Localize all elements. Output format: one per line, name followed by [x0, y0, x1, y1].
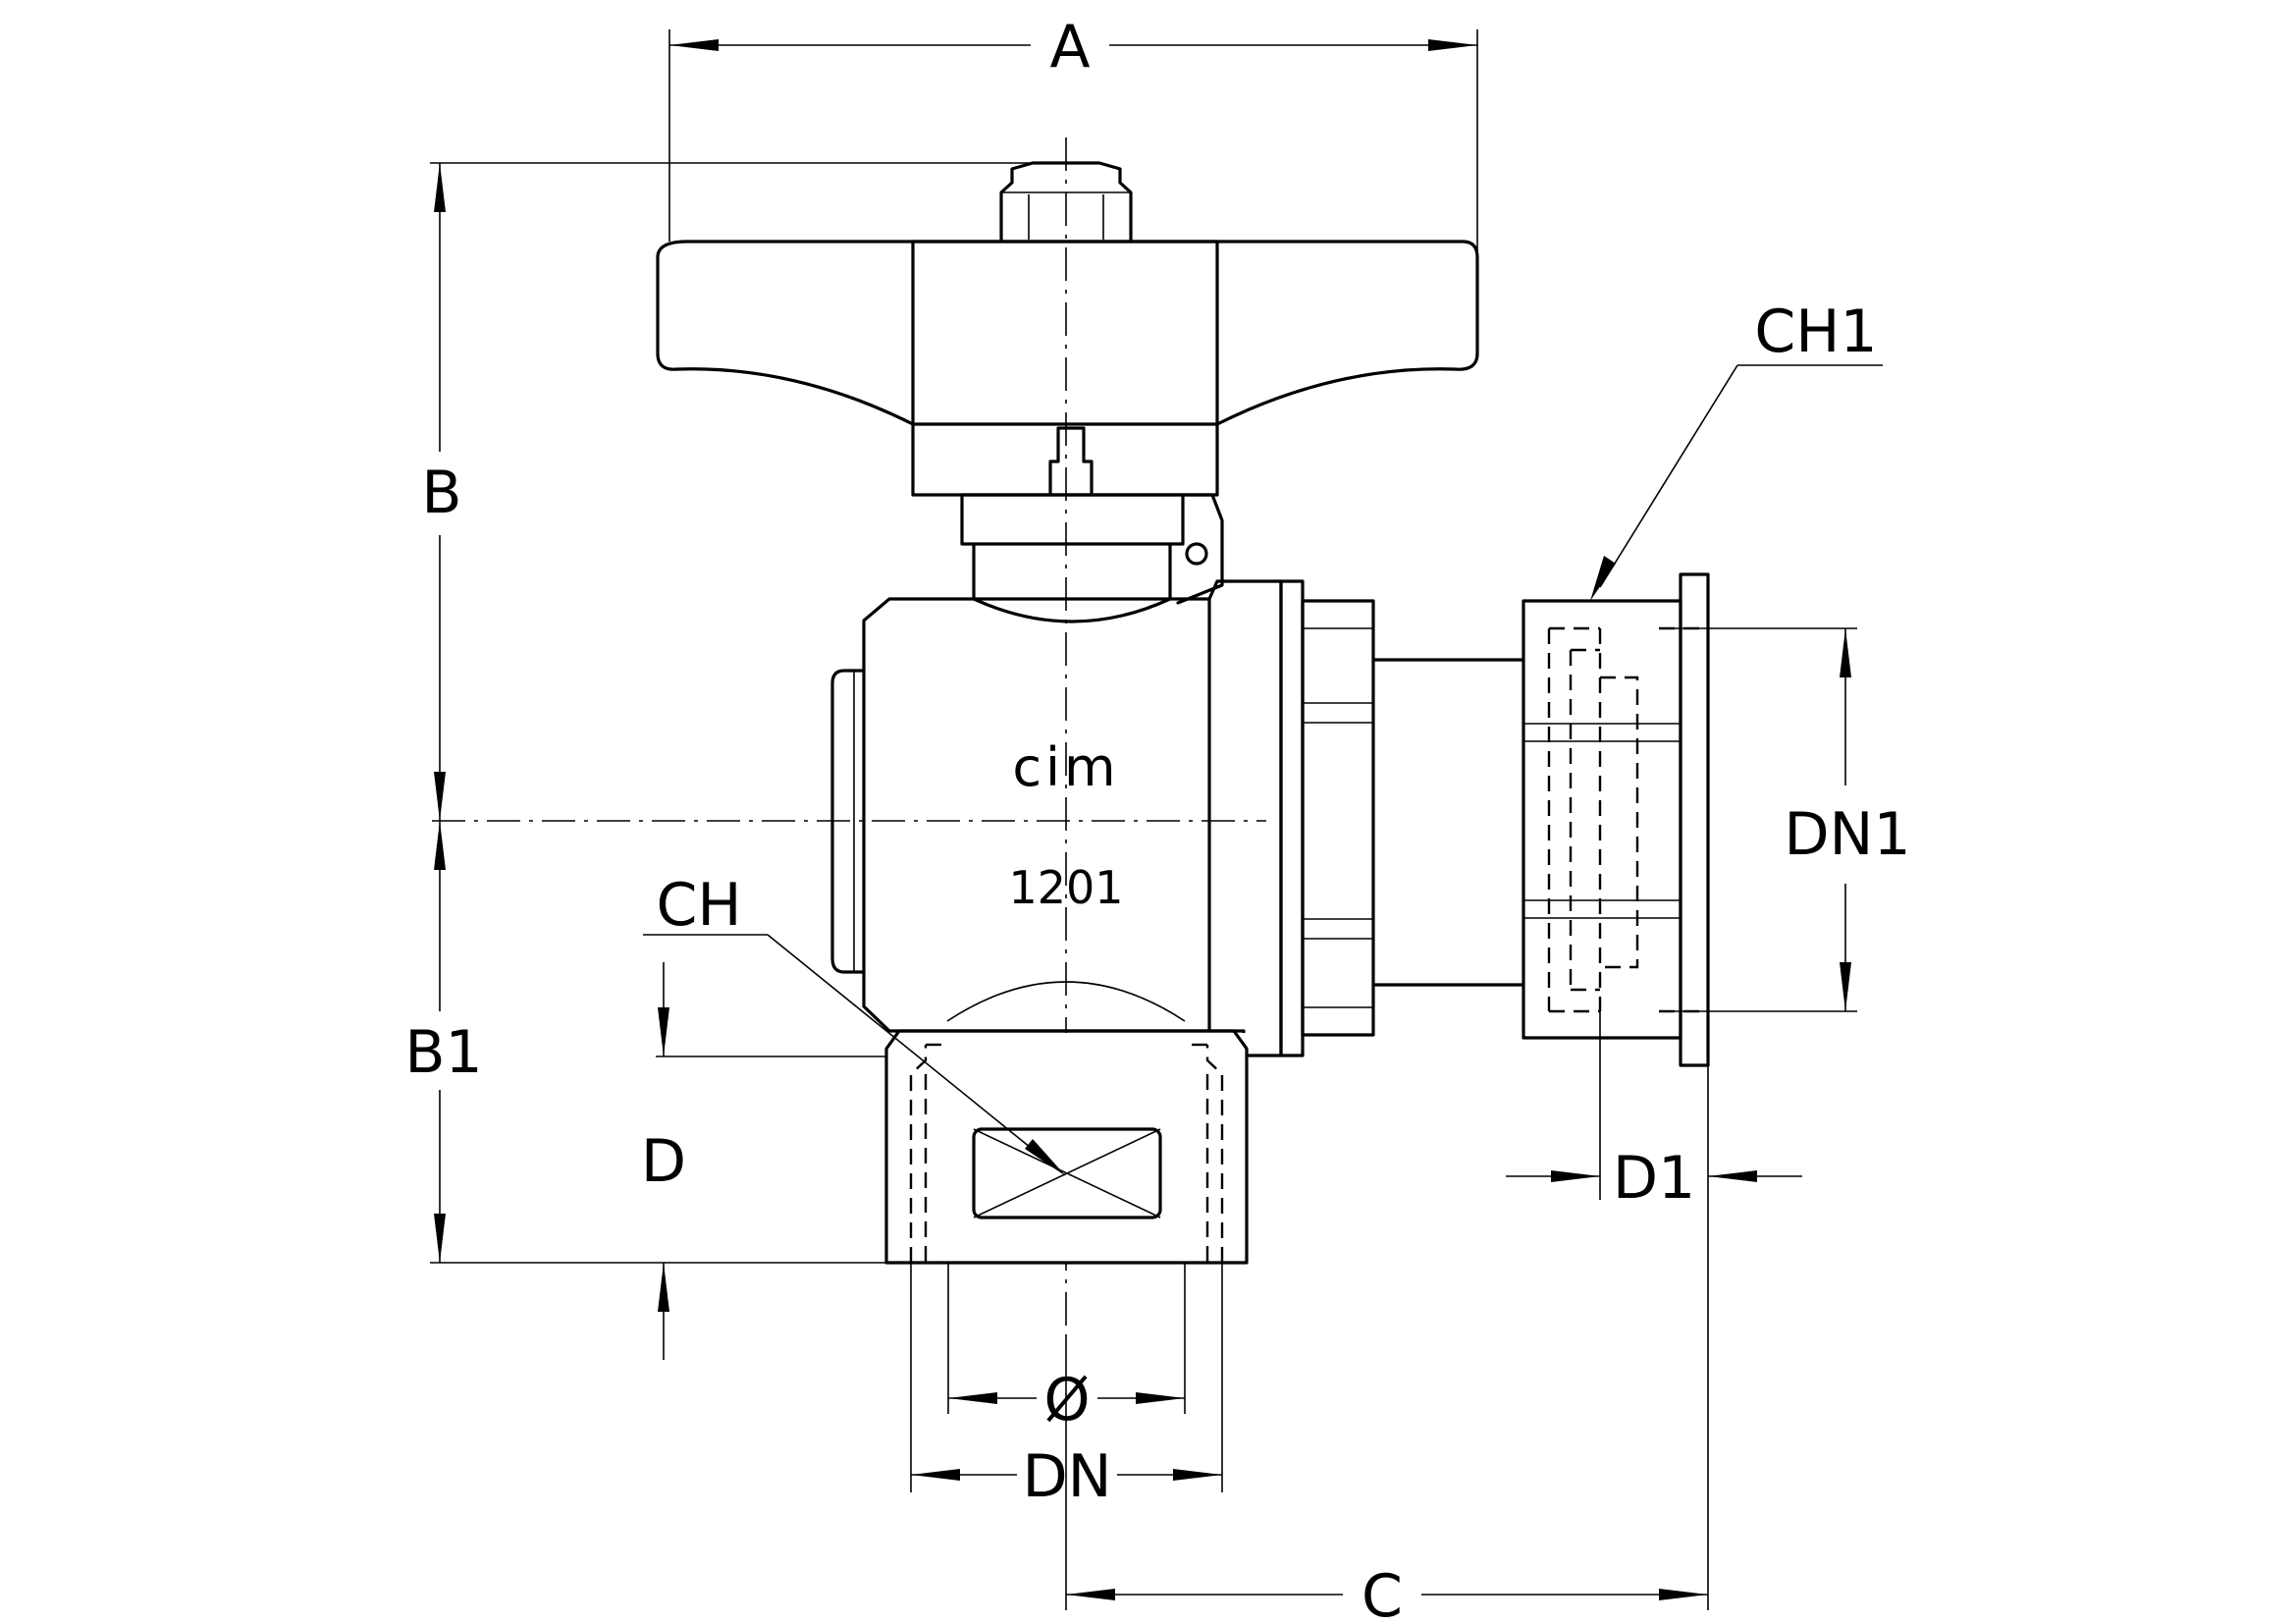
dimension-label-b1: B1 [404, 1018, 482, 1087]
dimension-label-dn: DN [1022, 1442, 1111, 1511]
dimension-b: B [421, 162, 1033, 821]
brand-mark: cim [1012, 736, 1119, 798]
dimension-label-dn1: DN1 [1784, 800, 1910, 869]
leader-label-ch1: CH1 [1754, 298, 1877, 366]
stem [960, 493, 1224, 605]
leader-ch: CH [643, 871, 1066, 1176]
dimension-label-d: D [641, 1127, 686, 1196]
butterfly-handle [656, 161, 1479, 497]
leader-label-ch: CH [656, 871, 741, 940]
dimension-a: A [668, 13, 1478, 255]
part-number: 1201 [1008, 861, 1123, 914]
dimension-label-diameter: Ø [1043, 1366, 1090, 1435]
right-port [1522, 572, 1710, 1067]
dimension-d1: D1 [1506, 1011, 1802, 1213]
leader-ch1: CH1 [1590, 298, 1883, 601]
dimension-dn1: DN1 [1659, 627, 1911, 1012]
dimension-diameter: Ø [947, 1263, 1186, 1435]
dimension-label-d1: D1 [1613, 1144, 1695, 1213]
dimension-label-a: A [1049, 13, 1090, 81]
dimension-label-b: B [421, 459, 461, 527]
bottom-port [884, 1029, 1249, 1265]
dimension-c: C [1065, 1065, 1709, 1624]
dimension-label-c: C [1362, 1562, 1403, 1624]
dimension-b1: B1 [404, 821, 886, 1264]
valve-body [830, 579, 1525, 1057]
dimension-d: D [641, 962, 886, 1360]
dimension-dn: DN [910, 1263, 1223, 1511]
